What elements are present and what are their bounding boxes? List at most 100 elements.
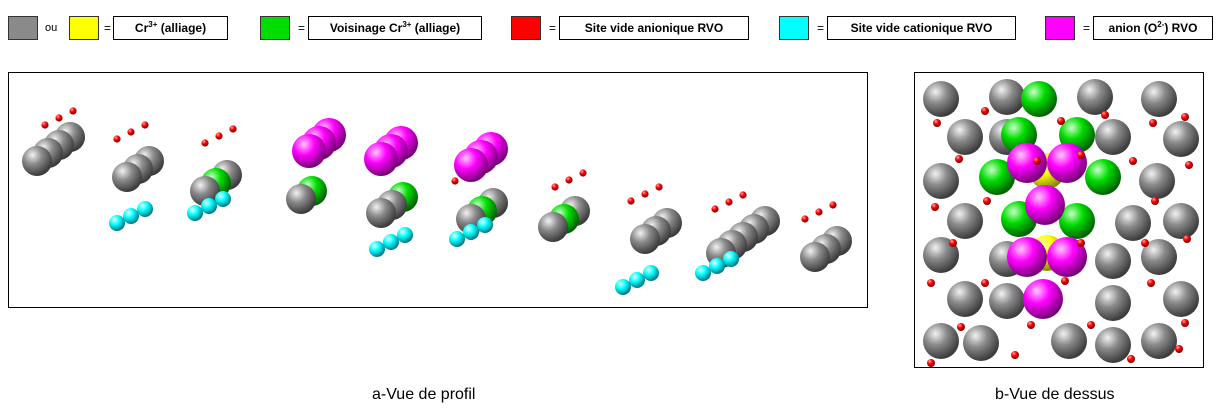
gray-atom	[1141, 323, 1177, 359]
red-vacancy	[1185, 161, 1193, 169]
red-vacancy	[113, 135, 121, 143]
cyan-vacancy	[123, 208, 139, 224]
magenta-anion	[1007, 237, 1047, 277]
red-vacancy	[983, 197, 991, 205]
red-vacancy	[927, 279, 935, 287]
magenta-anion	[364, 142, 398, 176]
gray-atom	[947, 281, 983, 317]
cyan-vacancy	[137, 201, 153, 217]
magenta-anion	[1023, 279, 1063, 319]
magenta-anion	[454, 148, 488, 182]
profile-view-diagram	[22, 107, 852, 295]
red-vacancy	[1127, 355, 1135, 363]
gray-atom	[947, 119, 983, 155]
legend-equals: =	[104, 21, 112, 35]
gray-atom	[989, 79, 1025, 115]
red-vacancy	[931, 203, 939, 211]
gray-atom	[1077, 79, 1113, 115]
red-vacancy	[1033, 157, 1041, 165]
red-vacancy	[1147, 279, 1155, 287]
legend-label-cationic-vacancy: Site vide cationique RVO	[827, 16, 1016, 40]
legend-equals: =	[817, 21, 825, 35]
legend-equals: =	[549, 21, 557, 35]
cyan-vacancy	[463, 224, 479, 240]
cyan-vacancy	[215, 191, 231, 207]
red-vacancy	[949, 239, 957, 247]
red-vacancy	[201, 139, 209, 147]
gray-atom	[1095, 285, 1131, 321]
top-view-diagram	[923, 79, 1199, 367]
red-vacancy	[711, 205, 719, 213]
red-vacancy	[1011, 351, 1019, 359]
caption-top-view: b-Vue de dessus	[995, 386, 1115, 403]
gray-atom	[923, 323, 959, 359]
gray-atom	[963, 325, 999, 361]
red-vacancy	[1129, 157, 1137, 165]
red-vacancy	[981, 107, 989, 115]
red-vacancy	[1061, 277, 1069, 285]
gray-atom	[538, 212, 568, 242]
cyan-vacancy	[187, 205, 203, 221]
caption-profile-view: a-Vue de profil	[372, 386, 476, 403]
red-vacancy	[655, 183, 663, 191]
red-vacancy	[627, 197, 635, 205]
gray-atom	[923, 163, 959, 199]
red-vacancy	[41, 121, 49, 129]
red-vacancy	[229, 125, 237, 133]
gray-atom	[923, 81, 959, 117]
red-vacancy	[1141, 239, 1149, 247]
legend-equals: =	[298, 21, 306, 35]
cyan-vacancy	[643, 265, 659, 281]
cyan-vacancy	[695, 265, 711, 281]
green-atom	[1059, 203, 1095, 239]
legend-label-anionic-vacancy: Site vide anionique RVO	[559, 16, 749, 40]
magenta-anion	[1007, 143, 1047, 183]
gray-atom	[1163, 281, 1199, 317]
magenta-anion	[1047, 143, 1087, 183]
red-vacancy	[981, 279, 989, 287]
red-vacancy	[1077, 151, 1085, 159]
gray-atom	[923, 237, 959, 273]
green-swatch	[260, 16, 290, 40]
gray-swatch	[8, 16, 38, 40]
red-vacancy	[1087, 321, 1095, 329]
gray-atom	[190, 176, 220, 206]
legend-label-cr-alloy: Cr3+ (alliage)	[113, 16, 228, 40]
red-vacancy	[1149, 119, 1157, 127]
green-atom	[979, 159, 1015, 195]
cyan-vacancy	[369, 241, 385, 257]
gray-atom	[112, 162, 142, 192]
red-vacancy	[1027, 321, 1035, 329]
gray-atom	[1163, 203, 1199, 239]
green-atom	[1021, 81, 1057, 117]
yellow-swatch	[69, 16, 99, 40]
red-vacancy	[725, 198, 733, 206]
gray-atom	[366, 198, 396, 228]
red-vacancy	[127, 128, 135, 136]
cyan-vacancy	[449, 231, 465, 247]
red-vacancy	[815, 208, 823, 216]
gray-atom	[286, 184, 316, 214]
red-vacancy	[801, 215, 809, 223]
red-vacancy	[565, 176, 573, 184]
gray-atom	[1163, 121, 1199, 157]
cyan-vacancy	[109, 215, 125, 231]
red-vacancy	[579, 169, 587, 177]
gray-atom	[22, 146, 52, 176]
red-vacancy	[933, 119, 941, 127]
gray-atom	[800, 242, 830, 272]
gray-atom	[989, 283, 1025, 319]
gray-atom	[1051, 323, 1087, 359]
gray-atom	[1095, 327, 1131, 363]
red-vacancy	[551, 183, 559, 191]
red-vacancy	[1151, 197, 1159, 205]
red-vacancy	[641, 190, 649, 198]
red-vacancy	[1181, 113, 1189, 121]
cyan-swatch	[779, 16, 809, 40]
gray-atom	[1095, 243, 1131, 279]
legend: ou = Cr3+ (alliage) = Voisinage Cr3+ (al…	[0, 16, 1216, 46]
cyan-vacancy	[723, 251, 739, 267]
gray-atom	[1139, 163, 1175, 199]
gray-atom	[947, 203, 983, 239]
cyan-vacancy	[615, 279, 631, 295]
